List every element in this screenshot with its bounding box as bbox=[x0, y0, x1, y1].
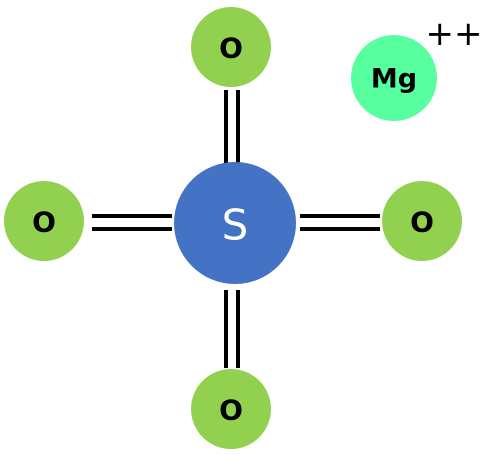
oxygen-label-right: O bbox=[410, 206, 434, 239]
oxygen-atom-left: O bbox=[4, 181, 84, 261]
oxygen-label-bottom: O bbox=[219, 394, 243, 427]
magnesium-ion: Mg ++ bbox=[351, 14, 482, 121]
magnesium-charge: ++ bbox=[426, 14, 483, 54]
oxygen-label-left: O bbox=[32, 206, 56, 239]
bond-top bbox=[224, 90, 240, 163]
magnesium-label: Mg bbox=[371, 64, 417, 95]
oxygen-atom-bottom: O bbox=[191, 369, 271, 449]
bond-right bbox=[300, 214, 380, 231]
sulfur-atom: S bbox=[174, 162, 296, 284]
oxygen-atom-top: O bbox=[191, 7, 271, 87]
oxygen-atom-right: O bbox=[382, 181, 462, 261]
bond-bottom bbox=[224, 290, 240, 368]
bond-left bbox=[92, 214, 172, 231]
oxygen-label-top: O bbox=[219, 32, 243, 65]
sulfur-label: S bbox=[222, 201, 249, 250]
